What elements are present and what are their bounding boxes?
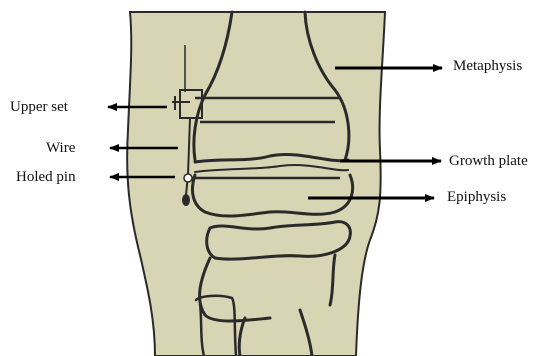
growth-plate-label: Growth plate	[449, 152, 528, 170]
holed-pin-label: Holed pin	[16, 168, 76, 186]
upper-set-label: Upper set	[10, 98, 68, 116]
holed-pin	[184, 174, 192, 182]
metaphysis-label: Metaphysis	[453, 57, 522, 75]
pin-weight	[182, 194, 190, 206]
epiphysis-label: Epiphysis	[447, 188, 506, 206]
leg-silhouette	[127, 12, 385, 356]
wire-label: Wire	[46, 139, 75, 157]
